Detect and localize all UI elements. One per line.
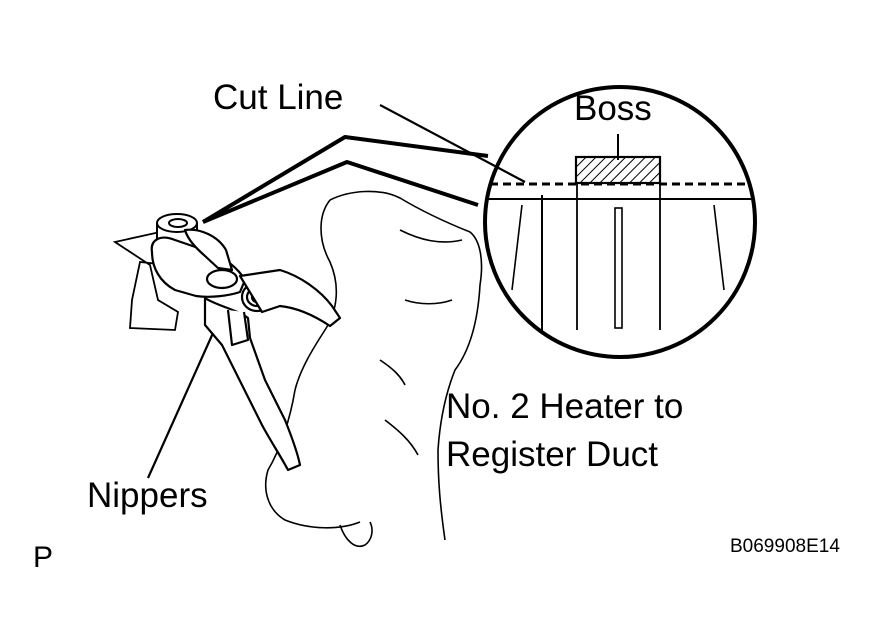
leader-lines	[146, 104, 526, 479]
nippers-tool	[150, 228, 342, 472]
view-mark: P	[33, 541, 54, 574]
duct-label-line1: No. 2 Heater to	[446, 387, 684, 426]
hand-outline	[264, 190, 483, 547]
magnification-callout-lines	[201, 135, 489, 224]
boss-label: Boss	[574, 89, 652, 128]
nippers-label: Nippers	[87, 476, 208, 515]
magnified-detail	[483, 85, 757, 359]
duct-label-line2: Register Duct	[446, 435, 659, 474]
cut-line-label: Cut Line	[213, 78, 344, 117]
figure-code: B069908E14	[730, 536, 840, 557]
